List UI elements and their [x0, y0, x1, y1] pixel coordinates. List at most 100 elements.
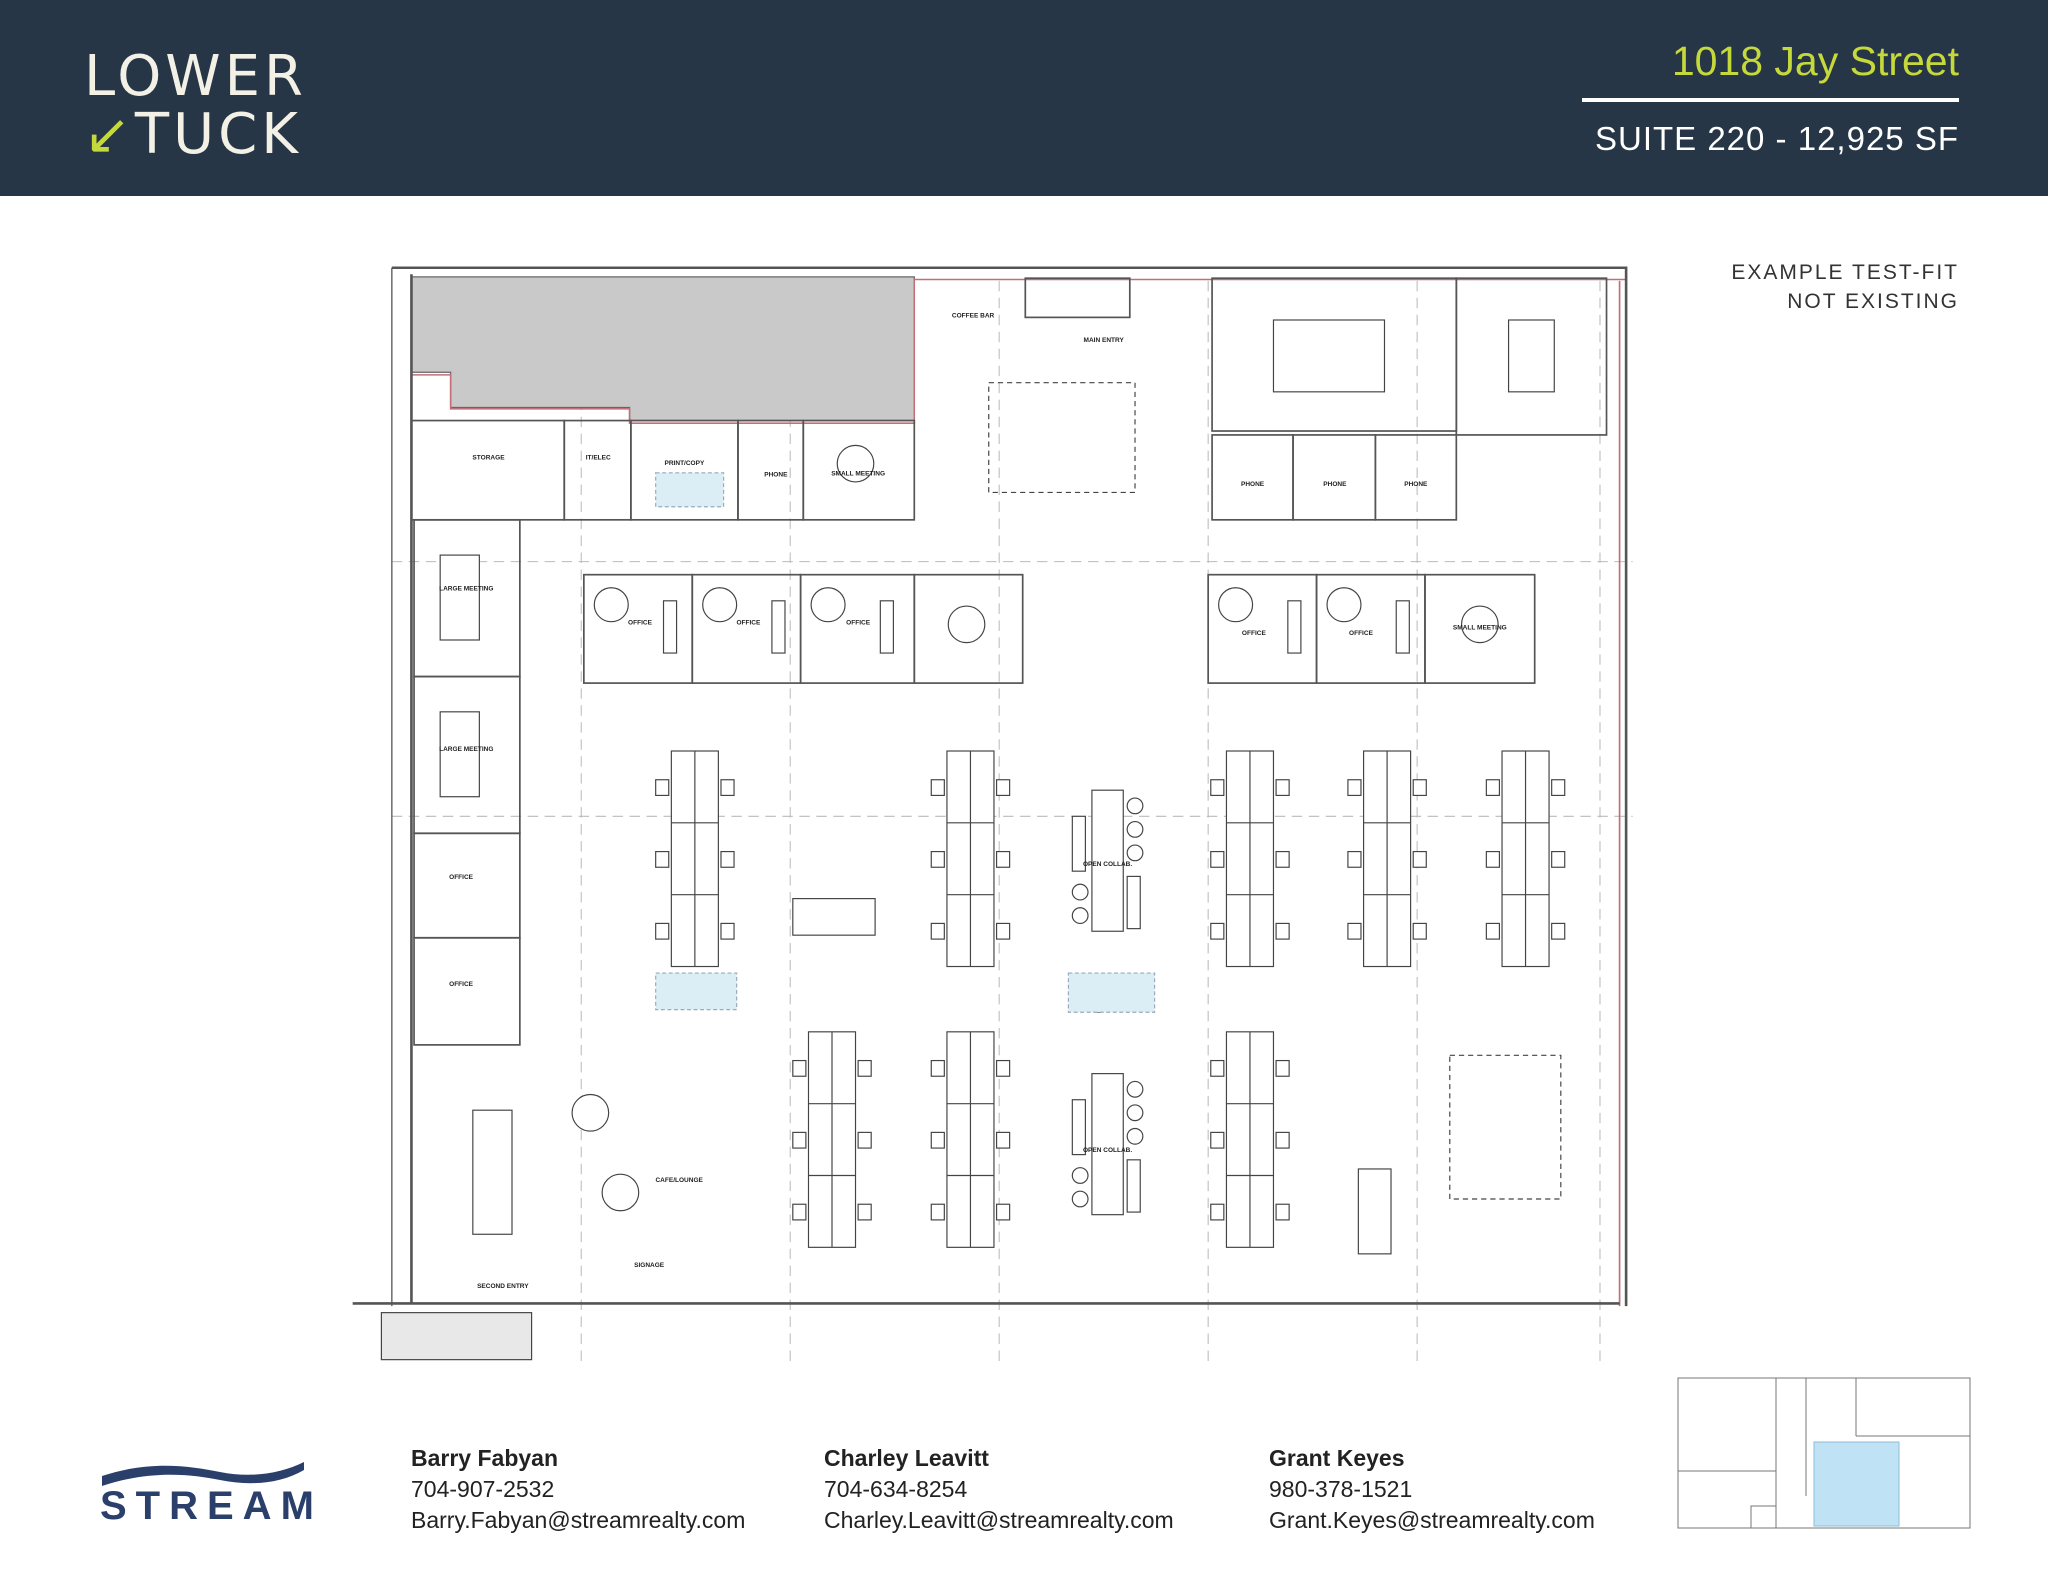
- chair: [720, 922, 735, 940]
- room-label: OFFICE: [449, 874, 474, 881]
- office-chair-round: [702, 587, 738, 623]
- chair: [930, 779, 945, 797]
- chair: [1485, 922, 1501, 940]
- stool: [1071, 907, 1089, 925]
- meeting-table: [439, 711, 480, 798]
- chair: [1485, 779, 1501, 797]
- stool: [1126, 1127, 1144, 1145]
- contact-phone[interactable]: 704-907-2532: [411, 1476, 555, 1502]
- collab-table: [1091, 789, 1124, 932]
- room-label: OFFICE: [628, 619, 653, 626]
- contact-phone[interactable]: 704-634-8254: [824, 1476, 968, 1502]
- contact-email[interactable]: Grant.Keyes@streamrealty.com: [1269, 1507, 1595, 1533]
- stool: [1071, 1167, 1089, 1184]
- meeting-table: [439, 554, 480, 641]
- chair: [1551, 850, 1566, 868]
- stream-brand: STREAM: [100, 1484, 323, 1528]
- room-wall: [1292, 434, 1377, 521]
- round-table: [601, 1173, 640, 1212]
- chair: [1551, 922, 1566, 940]
- chair: [1551, 779, 1566, 797]
- chair: [1412, 850, 1427, 868]
- chair: [1412, 779, 1427, 797]
- contact-email[interactable]: Charley.Leavitt@streamrealty.com: [824, 1507, 1174, 1533]
- highlight-zone: [655, 972, 738, 1011]
- room-label: IT/ELEC: [586, 455, 611, 462]
- contact-email[interactable]: Barry.Fabyan@streamrealty.com: [411, 1507, 746, 1533]
- highlight-zone: [655, 472, 725, 508]
- stool: [1071, 883, 1089, 901]
- note-line-1: EXAMPLE TEST-FIT: [1731, 261, 1959, 284]
- chair: [792, 1059, 807, 1077]
- contact-card: Charley Leavitt 704-634-8254 Charley.Lea…: [824, 1443, 1174, 1536]
- logo-line-1: LOWER: [84, 44, 307, 109]
- furniture: [380, 319, 1566, 1361]
- chair: [792, 1203, 807, 1221]
- meeting-table: [472, 1109, 513, 1235]
- chair: [995, 1203, 1011, 1221]
- chair: [1210, 850, 1225, 868]
- chair: [720, 779, 735, 797]
- chair: [995, 1059, 1011, 1077]
- room-label: SMALL MEETING: [831, 470, 885, 477]
- chair: [1485, 850, 1501, 868]
- header-banner: LOWER ↙TUCK 1018 Jay Street SUITE 220 - …: [0, 0, 2048, 196]
- office-desk: [662, 600, 678, 654]
- chair: [1347, 922, 1362, 940]
- round-table: [836, 444, 875, 483]
- stool: [1126, 844, 1144, 862]
- bench-seat: [1126, 875, 1141, 930]
- chair: [792, 1131, 807, 1149]
- contact-phone[interactable]: 980-378-1521: [1269, 1476, 1413, 1502]
- chair: [930, 1131, 945, 1149]
- room-wall: [413, 936, 521, 1046]
- chair: [857, 1059, 872, 1077]
- exterior-wall: [391, 266, 1628, 1307]
- stool: [1126, 797, 1144, 815]
- room-label: OFFICE: [1242, 630, 1267, 637]
- chair: [1275, 1059, 1290, 1077]
- suite-boundary: [411, 278, 1627, 424]
- walls: [352, 266, 1628, 1307]
- stream-wave-logo: [102, 1462, 304, 1486]
- room-label: OPEN COLLAB.: [1083, 861, 1132, 868]
- column-grid: [391, 280, 1633, 1365]
- chair: [1210, 1131, 1225, 1149]
- chair: [1275, 779, 1290, 797]
- room-label: OPEN COLLAB.: [1083, 1147, 1132, 1154]
- room-label: OFFICE: [846, 619, 871, 626]
- room-wall: [410, 419, 566, 521]
- chair: [930, 850, 945, 868]
- room-wall: [737, 419, 805, 521]
- chair: [655, 922, 670, 940]
- meeting-table: [1507, 319, 1555, 393]
- round-table: [947, 605, 986, 644]
- stool: [1126, 820, 1144, 838]
- room-wall: [1024, 277, 1131, 319]
- chair: [1275, 1131, 1290, 1149]
- office-desk: [771, 600, 786, 654]
- room-label: OFFICE: [736, 619, 761, 626]
- lower-tuck-logo: LOWER ↙TUCK: [84, 48, 307, 164]
- room-wall: [1374, 434, 1458, 521]
- chair: [1412, 922, 1427, 940]
- chair: [930, 922, 945, 940]
- room-wall: [1211, 434, 1294, 521]
- office-chair-round: [1326, 587, 1362, 623]
- bench-seat: [1071, 815, 1086, 872]
- chair: [1210, 1203, 1225, 1221]
- restroom-core: [410, 276, 915, 422]
- room-wall: [802, 419, 916, 521]
- chair: [995, 1131, 1011, 1149]
- bench-seat: [1126, 1159, 1141, 1213]
- meeting-table: [792, 898, 876, 936]
- room-label: CAFE/LOUNGE: [655, 1177, 703, 1184]
- room-label: OFFICE: [1349, 630, 1374, 637]
- logo-line-2: TUCK: [134, 102, 302, 167]
- room-wall: [413, 832, 521, 939]
- room-wall: [1455, 277, 1608, 436]
- lounge-zone: [988, 382, 1136, 493]
- room-label: LARGE MEETING: [439, 585, 493, 592]
- chair: [1275, 922, 1290, 940]
